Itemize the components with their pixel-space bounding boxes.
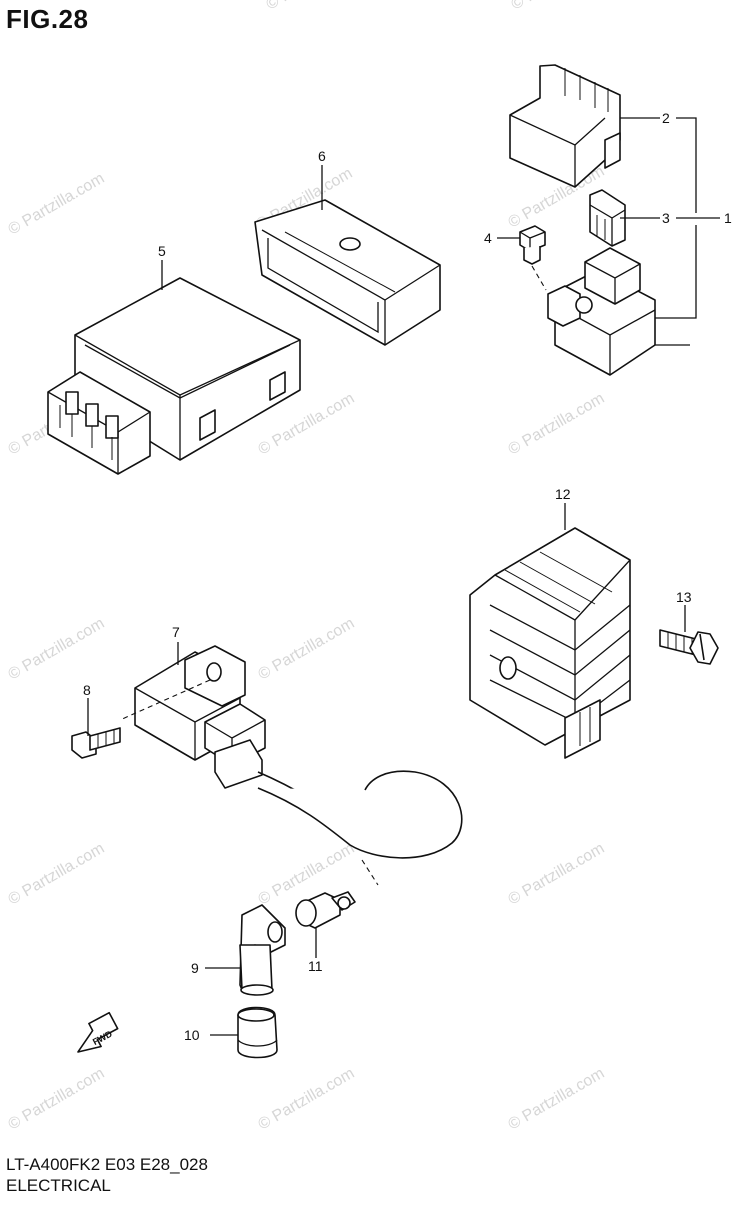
callout-2: 2 xyxy=(662,110,670,126)
callout-11: 11 xyxy=(308,958,323,974)
watermark-text: © Partzilla.com xyxy=(509,0,611,13)
callout-leader-lines xyxy=(87,117,720,1036)
watermark-text: © Partzilla.com xyxy=(506,390,608,459)
callout-7: 7 xyxy=(172,624,180,640)
part-10-cap xyxy=(237,1006,278,1059)
callout-12: 12 xyxy=(555,486,571,502)
part-6-cover xyxy=(254,199,441,346)
model-code: LT-A400FK2 E03 E28_028 xyxy=(6,1155,208,1174)
watermark-text: © Partzilla.com xyxy=(6,1065,108,1134)
watermark-text: © Partzilla.com xyxy=(506,840,608,909)
section-name: ELECTRICAL xyxy=(6,1176,111,1195)
part-7-ignition-coil xyxy=(119,645,463,886)
watermark-text: © Partzilla.com xyxy=(256,1065,358,1134)
part-5-cdi-unit xyxy=(47,277,301,475)
front-direction-arrow-icon: FWD xyxy=(77,1011,119,1053)
part-2-relay-cap xyxy=(509,64,621,188)
callout-4: 4 xyxy=(484,230,492,246)
part-4-bolt xyxy=(519,225,547,291)
watermark-text: © Partzilla.com xyxy=(506,1065,608,1134)
callout-13: 13 xyxy=(676,589,692,605)
figure-title: FIG.28 xyxy=(6,4,89,34)
part-12-regulator-rectifier xyxy=(469,527,631,759)
part-13-bolt xyxy=(659,629,719,665)
callout-6: 6 xyxy=(318,148,326,164)
callout-10: 10 xyxy=(184,1027,200,1043)
callout-1: 1 xyxy=(724,210,732,226)
part-3-fuse xyxy=(589,189,626,247)
part-9-plug-cap xyxy=(239,904,286,996)
callout-3: 3 xyxy=(662,210,670,226)
watermark-text: © Partzilla.com xyxy=(264,0,366,13)
part-1-starter-relay xyxy=(547,247,690,376)
watermark-text: © Partzilla.com xyxy=(6,615,108,684)
part-8-bolt xyxy=(71,727,121,759)
callout-8: 8 xyxy=(83,682,91,698)
callout-5: 5 xyxy=(158,243,166,259)
watermark-text: © Partzilla.com xyxy=(256,615,358,684)
watermark-text: © Partzilla.com xyxy=(6,170,108,239)
watermark-text: © Partzilla.com xyxy=(6,840,108,909)
callout-9: 9 xyxy=(191,960,199,976)
part-11-sleeve xyxy=(295,891,356,929)
callout-numbers: 1 2 3 4 5 6 7 8 9 10 11 12 13 xyxy=(83,110,732,1043)
